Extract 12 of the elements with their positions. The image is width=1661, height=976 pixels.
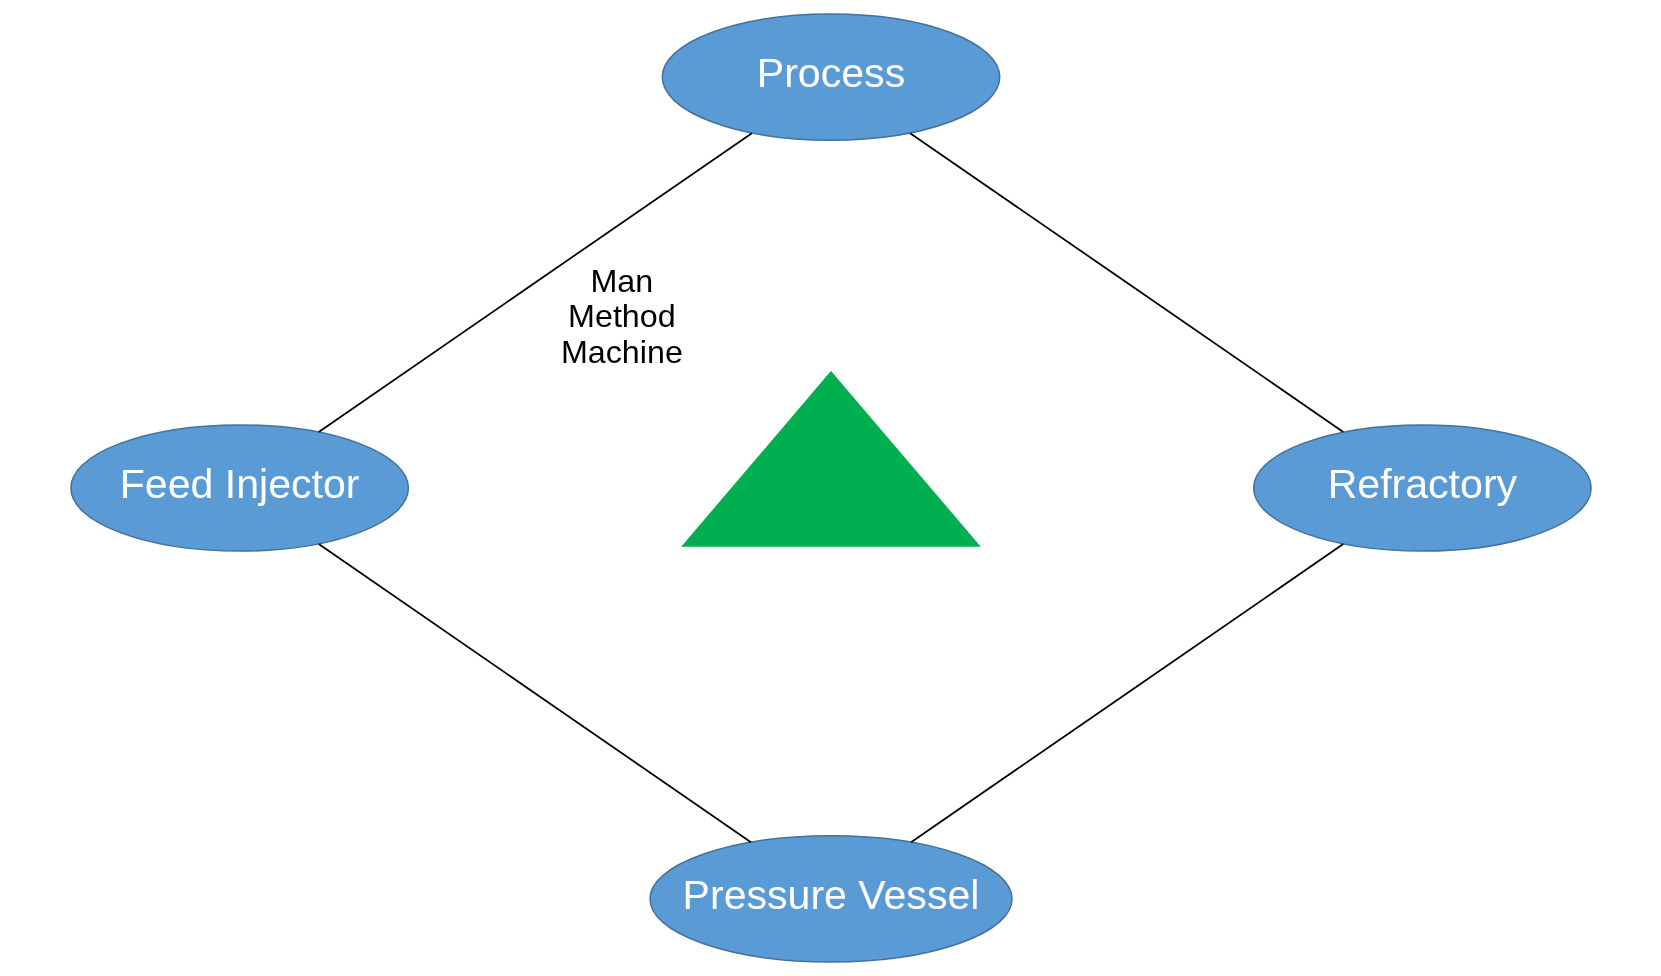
node-label: Method bbox=[567, 298, 676, 335]
connector bbox=[317, 132, 753, 433]
connector bbox=[317, 543, 752, 844]
node-ellipse: Refractory bbox=[1252, 424, 1592, 552]
connector bbox=[908, 132, 1344, 433]
node-label: Machine bbox=[560, 333, 683, 370]
node-ellipse: Pressure Vessel bbox=[648, 835, 1013, 963]
node-ellipse: Feed Injector bbox=[69, 424, 409, 552]
node-ellipse: Process bbox=[661, 13, 1000, 141]
connector bbox=[909, 543, 1344, 844]
node-triangle bbox=[680, 370, 981, 547]
node-label: Man bbox=[590, 263, 653, 300]
